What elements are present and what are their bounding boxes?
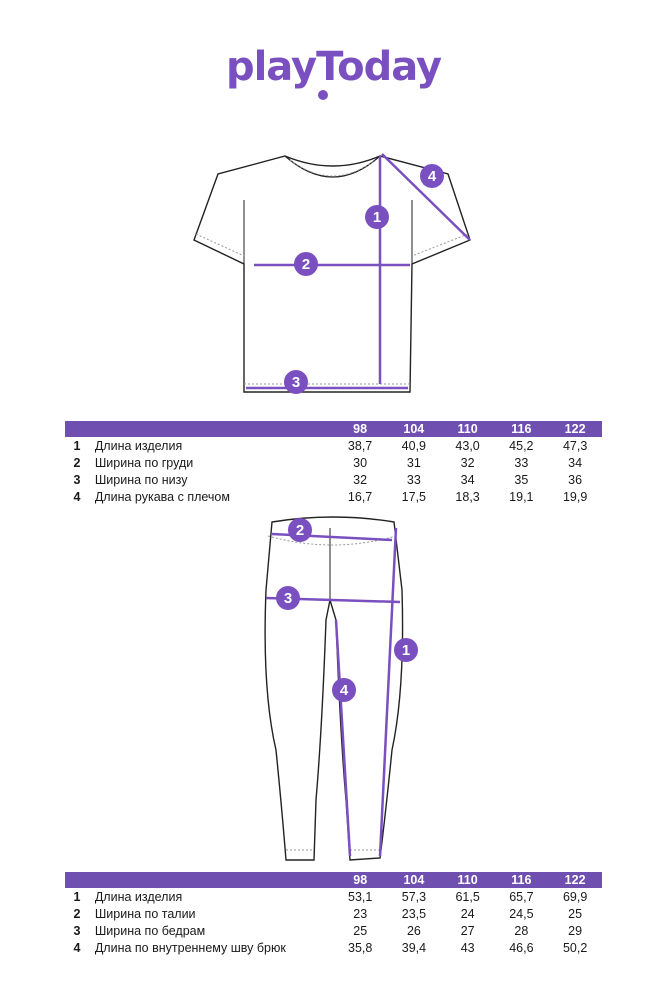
table-row: 1 Длина изделия 38,7 40,9 43,0 45,2 47,3 (73, 438, 588, 453)
svg-text:4: 4 (340, 682, 349, 699)
svg-text:4: 4 (428, 168, 437, 185)
size-col: 98 (333, 872, 388, 888)
tshirt-line-4 (381, 153, 471, 241)
svg-text:3: 3 (284, 590, 292, 607)
tshirt-badge-3: 3 (284, 370, 308, 394)
table-row: 4 Длина рукава с плечом 16,7 17,5 18,3 1… (73, 489, 588, 504)
svg-text:1: 1 (402, 642, 410, 659)
table-row: 1 Длина изделия 53,1 57,3 61,5 65,7 69,9 (73, 889, 588, 904)
table-row: 4 Длина по внутреннему шву брюк 35,8 39,… (73, 940, 588, 955)
size-col: 110 (440, 872, 495, 888)
size-col: 122 (548, 872, 602, 888)
tshirt-table-header: 98 104 110 116 122 (65, 421, 602, 437)
leggings-badge-2: 2 (288, 518, 312, 542)
leggings-line-1 (378, 527, 398, 857)
leggings-line-4 (334, 619, 352, 857)
size-col: 98 (333, 421, 387, 437)
svg-text:1: 1 (373, 209, 381, 226)
svg-text:3: 3 (292, 374, 300, 391)
size-col: 116 (494, 872, 549, 888)
logo-dot (318, 90, 328, 100)
size-col: 104 (386, 421, 441, 437)
tshirt-collar (284, 155, 381, 178)
table-row: 2 Ширина по талии 23 23,5 24 24,5 25 (73, 906, 583, 921)
leggings-table-header: 98 104 110 116 122 (65, 872, 602, 888)
leggings-diagram: 1 2 3 4 (264, 516, 418, 861)
leggings-badge-1: 1 (394, 638, 418, 662)
size-col: 116 (494, 421, 549, 437)
size-col: 110 (440, 421, 495, 437)
table-row: 2 Ширина по груди 30 31 32 33 34 (73, 455, 583, 470)
tshirt-badge-2: 2 (294, 252, 318, 276)
leggings-size-table: 98 104 110 116 122 1 Длина изделия 53,1 … (65, 872, 602, 956)
tshirt-badge-4: 4 (420, 164, 444, 188)
size-col: 104 (387, 872, 441, 888)
svg-text:2: 2 (296, 522, 304, 539)
leggings-badge-4: 4 (332, 678, 356, 702)
table-row: 3 Ширина по низу 32 33 34 35 36 (73, 472, 583, 487)
table-row: 3 Ширина по бедрам 25 26 27 28 29 (73, 923, 583, 938)
tshirt-diagram: 1 2 3 4 (193, 153, 471, 394)
size-col: 122 (548, 421, 602, 437)
brand-logo: playToday (225, 44, 442, 90)
leggings-badge-3: 3 (276, 586, 300, 610)
tshirt-size-table: 98 104 110 116 122 1 Длина изделия 38,7 … (65, 421, 602, 505)
tshirt-badge-1: 1 (365, 205, 389, 229)
svg-text:2: 2 (302, 256, 310, 273)
tshirt-outline (193, 155, 471, 393)
